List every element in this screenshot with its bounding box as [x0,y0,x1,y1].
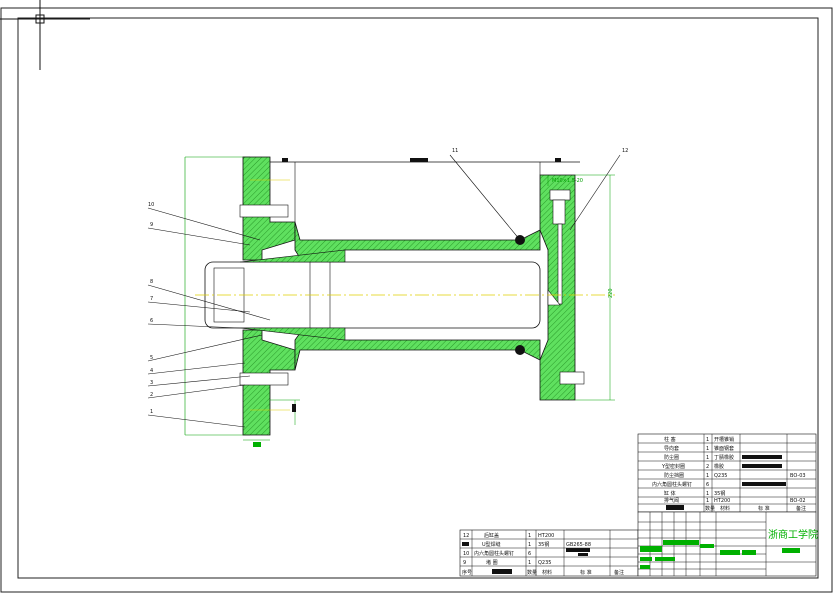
balloon-12: 12 [622,148,628,154]
svg-text:1: 1 [706,491,709,497]
rear-cap [539,174,576,401]
svg-text:1: 1 [706,446,709,452]
svg-text:GB265-88: GB265-88 [566,542,591,548]
inner-border [17,17,819,579]
svg-text:6: 6 [706,482,709,488]
svg-text:锥面钢套: 锥面钢套 [714,445,734,452]
crosshair-cursor-icon [0,0,90,70]
svg-text:丁腈橡胶: 丁腈橡胶 [714,454,734,461]
balloon-labels: 1 2 3 4 5 6 7 8 9 10 11 12 [148,148,628,415]
svg-text:BO-02: BO-02 [790,498,806,504]
tube-wall-upper [294,221,541,259]
svg-text:备注: 备注 [796,505,806,512]
svg-text:1: 1 [706,473,709,479]
svg-text:排气阀: 排气阀 [664,497,679,504]
svg-text:Q235: Q235 [538,560,551,566]
svg-text:2: 2 [706,464,709,470]
svg-text:序号: 序号 [462,569,472,576]
svg-text:防尘圈: 防尘圈 [664,454,679,461]
svg-text:内六角圆柱头螺钉: 内六角圆柱头螺钉 [474,550,514,557]
svg-text:缸 体: 缸 体 [664,490,676,497]
bolt-lower [239,372,289,386]
svg-text:标 准: 标 准 [580,569,592,576]
upper-table-rows: 柱 塞 1 开槽锥销 导向套 1 锥面钢套 防尘圈 1 丁腈橡胶 Y型密封圈 2… [652,436,806,512]
svg-text:1: 1 [706,498,709,504]
svg-text:1: 1 [706,437,709,443]
svg-text:导向套: 导向套 [664,445,679,452]
svg-text:12: 12 [463,533,469,539]
svg-text:备注: 备注 [614,569,624,576]
svg-text:6: 6 [528,551,531,557]
balloon-8: 8 [150,279,153,285]
svg-text:防尘挡圈: 防尘挡圈 [664,472,684,479]
height-dimension: 220 [608,288,614,298]
svg-text:数量: 数量 [705,505,715,512]
svg-text:10: 10 [463,551,469,557]
svg-text:后缸盖: 后缸盖 [484,532,499,539]
thread-callout: M10×1.5-20 [552,178,583,184]
svg-text:Q235: Q235 [714,473,727,479]
svg-text:U型焊缝: U型焊缝 [482,541,501,548]
svg-text:内六角圆柱头螺钉: 内六角圆柱头螺钉 [652,481,692,488]
svg-text:1: 1 [528,542,531,548]
balloon-5: 5 [150,355,153,361]
svg-text:9: 9 [463,560,466,566]
svg-text:数量: 数量 [527,569,537,576]
svg-text:HT200: HT200 [538,533,554,539]
parts-list-lower: 12 后缸盖 1 HT200 U型焊缝 1 35钢 GB265-88 10 内六… [459,529,639,577]
balloon-6: 6 [150,318,153,324]
balloon-10: 10 [148,202,154,208]
leader-lines [147,154,621,428]
title-block: 浙商工学院 [637,511,818,577]
svg-text:标 准: 标 准 [758,505,770,512]
parts-list-upper: 柱 塞 1 开槽锥销 导向套 1 锥面钢套 防尘圈 1 丁腈橡胶 Y型密封圈 2… [637,433,817,513]
svg-text:35钢: 35钢 [538,541,549,548]
outer-border [0,7,833,593]
svg-text:堵 圈: 堵 圈 [486,559,498,566]
svg-text:柱 塞: 柱 塞 [664,436,676,443]
svg-text:材料: 材料 [542,569,552,576]
balloon-4: 4 [150,368,153,374]
svg-text:Y型密封圈: Y型密封圈 [661,463,685,470]
balloon-1: 1 [150,409,153,415]
svg-text:BO-03: BO-03 [790,473,806,479]
svg-text:1: 1 [528,560,531,566]
svg-text:1: 1 [706,455,709,461]
svg-text:材料: 材料 [720,505,730,512]
cylinder-assembly: 220 M10×1.5-20 [184,156,615,447]
balloon-2: 2 [150,392,153,398]
svg-text:35钢: 35钢 [714,490,725,497]
balloon-7: 7 [150,296,153,302]
balloon-11: 11 [452,148,458,154]
svg-text:1: 1 [528,533,531,539]
school-name: 浙商工学院 [768,528,818,541]
balloon-9: 9 [150,222,153,228]
svg-text:HT200: HT200 [714,498,730,504]
svg-text:开槽锥销: 开槽锥销 [714,436,734,443]
svg-text:橡胶: 橡胶 [714,463,724,470]
bolt-upper [239,204,289,218]
balloon-3: 3 [150,380,153,386]
